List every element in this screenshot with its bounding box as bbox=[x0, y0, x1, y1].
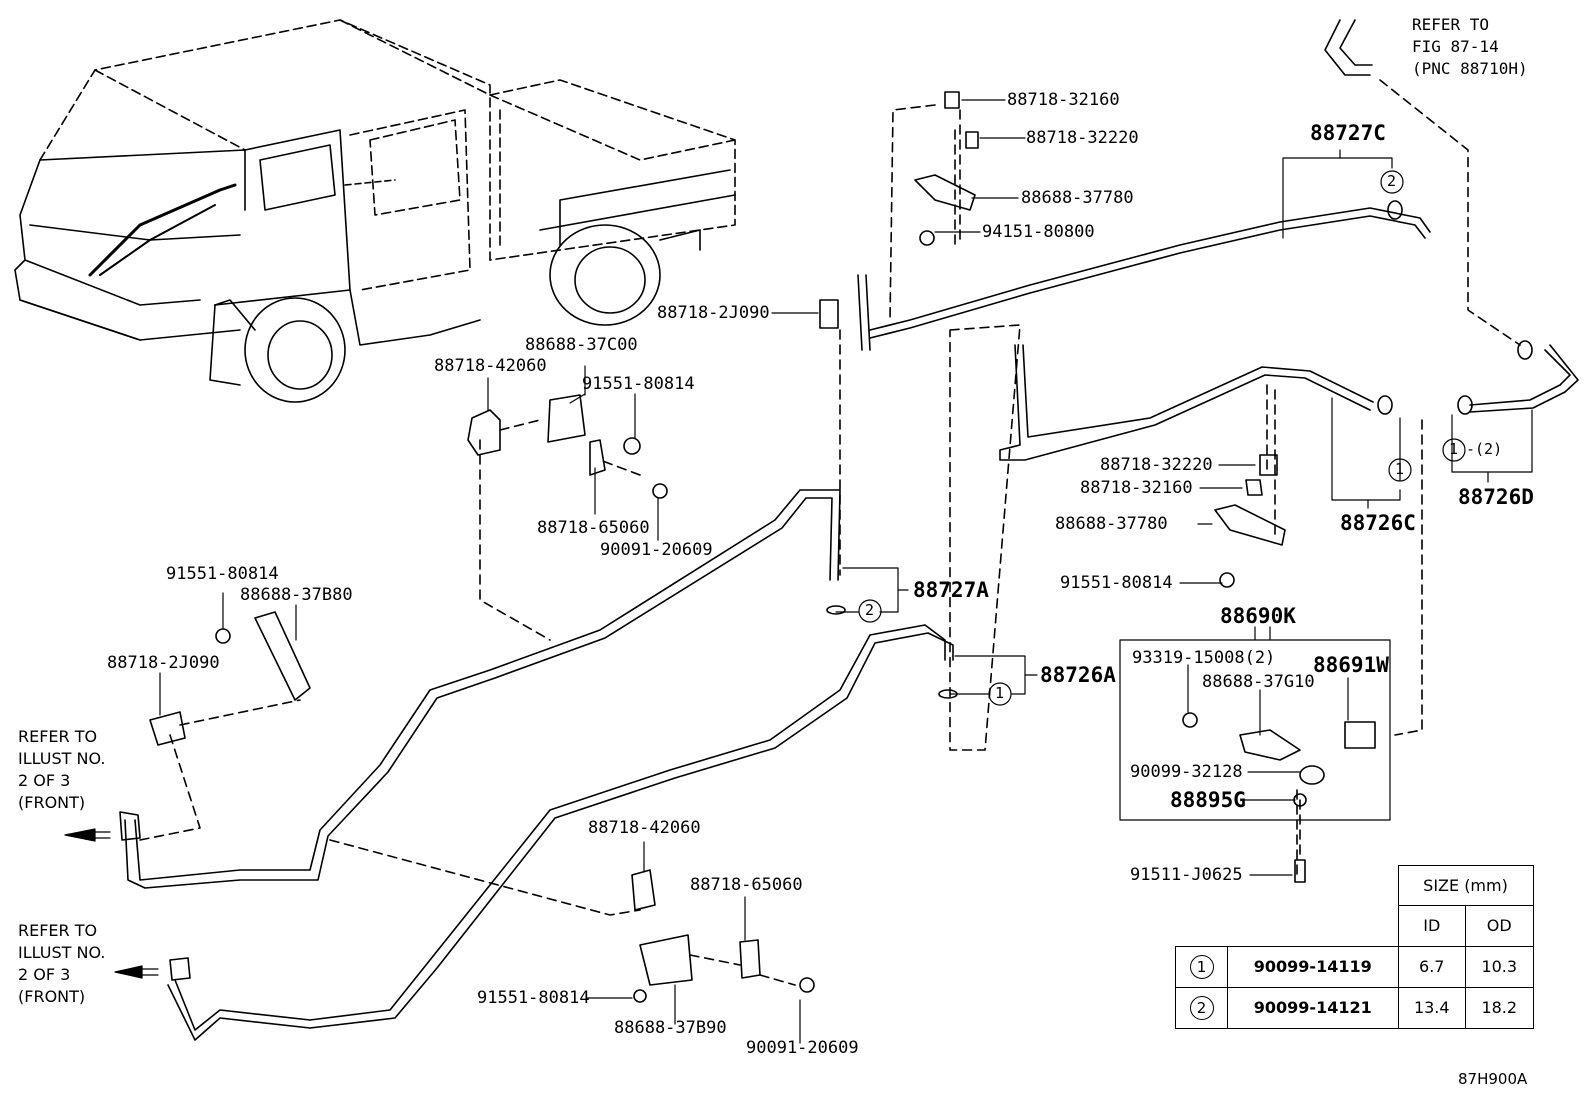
front-reference-note-1: REFER TO ILLUST NO. 2 OF 3 (FRONT) bbox=[18, 727, 106, 812]
size-table-id: 13.4 bbox=[1397, 986, 1466, 1029]
table-row: 2 90099-14121 13.4 18.2 bbox=[1175, 986, 1534, 1029]
part-label-94151-80800[interactable]: 94151-80800 bbox=[982, 222, 1095, 242]
part-label-88688-37B80[interactable]: 88688-37B80 bbox=[240, 585, 353, 605]
size-table-col-id: ID bbox=[1397, 905, 1466, 947]
size-table: SIZE (mm) ID OD 1 90099-14119 6.7 10.3 2… bbox=[1175, 865, 1534, 1029]
part-label-91551-80814-top[interactable]: 91551-80814 bbox=[582, 374, 695, 394]
part-label-88726A[interactable]: 88726A bbox=[1040, 663, 1116, 687]
part-label-88688-37C00[interactable]: 88688-37C00 bbox=[525, 335, 638, 355]
part-label-88718-32160-top[interactable]: 88718-32160 bbox=[1007, 90, 1120, 110]
part-label-88726D[interactable]: 88726D bbox=[1458, 485, 1534, 509]
front-reference-note-2: REFER TO ILLUST NO. 2 OF 3 (FRONT) bbox=[18, 921, 106, 1006]
part-label-88726C[interactable]: 88726C bbox=[1340, 511, 1416, 535]
part-label-88718-2J090-left[interactable]: 88718-2J090 bbox=[107, 653, 220, 673]
part-label-88727A[interactable]: 88727A bbox=[913, 578, 989, 602]
fig-reference-note: REFER TO FIG 87-14 (PNC 88710H) bbox=[1412, 15, 1528, 78]
part-label-91551-80814-left[interactable]: 91551-80814 bbox=[166, 564, 279, 584]
part-label-88691W[interactable]: 88691W bbox=[1313, 653, 1389, 677]
truck-illustration bbox=[14, 19, 736, 403]
size-table-od: 18.2 bbox=[1465, 986, 1534, 1029]
pipe-lines bbox=[124, 19, 1579, 1041]
part-label-88718-2J090-mid[interactable]: 88718-2J090 bbox=[657, 303, 770, 323]
part-label-90091-20609-bot[interactable]: 90091-20609 bbox=[746, 1038, 859, 1058]
size-table-header: SIZE (mm) bbox=[1397, 865, 1534, 906]
part-label-88727C[interactable]: 88727C bbox=[1310, 121, 1386, 145]
size-table-part[interactable]: 90099-14121 bbox=[1227, 986, 1399, 1029]
size-table-mark: 2 bbox=[1189, 995, 1214, 1020]
part-label-88688-37G10[interactable]: 88688-37G10 bbox=[1202, 672, 1315, 692]
part-label-88718-42060-bot[interactable]: 88718-42060 bbox=[588, 818, 701, 838]
part-label-88726D-mark: -(2) bbox=[1466, 440, 1503, 458]
part-label-88688-37B90[interactable]: 88688-37B90 bbox=[614, 1018, 727, 1038]
guide-lines bbox=[139, 79, 1521, 986]
part-label-88718-65060-bot[interactable]: 88718-65060 bbox=[690, 875, 803, 895]
part-shapes bbox=[119, 91, 1533, 1003]
callout-1-88726C: 1 bbox=[1395, 460, 1405, 478]
part-label-91551-80814-mid[interactable]: 91551-80814 bbox=[1060, 573, 1173, 593]
size-table-od: 10.3 bbox=[1465, 945, 1534, 988]
size-table-col-od: OD bbox=[1465, 905, 1534, 947]
size-table-id: 6.7 bbox=[1397, 945, 1466, 988]
part-label-91551-80814-bot[interactable]: 91551-80814 bbox=[477, 988, 590, 1008]
part-label-90099-32128[interactable]: 90099-32128 bbox=[1130, 762, 1243, 782]
part-label-88718-32160-mid[interactable]: 88718-32160 bbox=[1080, 478, 1193, 498]
part-label-88718-65060-top[interactable]: 88718-65060 bbox=[537, 518, 650, 538]
part-label-90091-20609-top[interactable]: 90091-20609 bbox=[600, 540, 713, 560]
part-label-88688-37780-mid[interactable]: 88688-37780 bbox=[1055, 514, 1168, 534]
part-label-88688-37780-top[interactable]: 88688-37780 bbox=[1021, 188, 1134, 208]
part-label-88718-32220-mid[interactable]: 88718-32220 bbox=[1100, 455, 1213, 475]
part-label-88718-42060-top[interactable]: 88718-42060 bbox=[434, 356, 547, 376]
callout-1-88726D: 1 bbox=[1449, 440, 1459, 458]
table-row: 1 90099-14119 6.7 10.3 bbox=[1175, 945, 1534, 988]
part-label-91511-J0625[interactable]: 91511-J0625 bbox=[1130, 865, 1243, 885]
part-label-88718-32220-top[interactable]: 88718-32220 bbox=[1026, 128, 1139, 148]
part-label-88895G[interactable]: 88895G bbox=[1170, 788, 1246, 812]
part-label-93319-15008[interactable]: 93319-15008(2) bbox=[1132, 648, 1276, 668]
size-table-mark: 1 bbox=[1189, 954, 1214, 979]
illustration-id: 87H900A bbox=[1458, 1070, 1528, 1088]
part-label-88690K[interactable]: 88690K bbox=[1220, 604, 1296, 628]
size-table-part[interactable]: 90099-14119 bbox=[1227, 945, 1399, 988]
callout-2-88727C: 2 bbox=[1387, 172, 1397, 190]
callout-1-88726A: 1 bbox=[995, 684, 1005, 702]
leader-lines bbox=[64, 99, 1533, 1044]
callout-2-88727A: 2 bbox=[865, 601, 875, 619]
